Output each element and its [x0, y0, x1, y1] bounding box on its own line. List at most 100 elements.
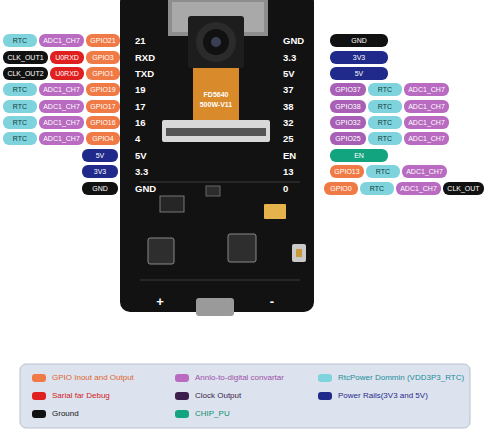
tag-text: CLK_OUT2 — [7, 70, 43, 77]
tag-text: ADC1_CH7 — [43, 37, 80, 44]
adc-tag: ADC1_CH7 — [404, 116, 449, 129]
rtc-tag: RTC — [368, 132, 402, 145]
tag-text: RTC — [370, 185, 384, 192]
tag-text: ADC1_CH7 — [406, 168, 443, 175]
legend-panel — [20, 364, 470, 428]
flex-cable — [193, 60, 239, 122]
uart-tag: U0RXD — [50, 67, 84, 80]
rtc-tag: RTC — [360, 182, 394, 195]
gpio-tag: GPIO19 — [86, 83, 120, 96]
tag-text: GPIO25 — [335, 135, 360, 142]
legend-swatch — [175, 410, 189, 418]
silk-pin-label: 25 — [283, 133, 294, 144]
tag-text: GPIO37 — [335, 86, 360, 93]
tantalum-capacitor — [264, 204, 286, 219]
clock-tag: CLK_OUT1 — [3, 51, 48, 64]
silk-pin-label: EN — [283, 150, 296, 161]
tag-text: ADC1_CH7 — [43, 135, 80, 142]
clock-tag: CLK_OUT2 — [3, 67, 48, 80]
tag-text: RTC — [378, 119, 392, 126]
adc-tag: ADC1_CH7 — [404, 83, 449, 96]
tag-text: ADC1_CH7 — [400, 185, 437, 192]
adc-tag: ADC1_CH7 — [402, 165, 447, 178]
rtc-tag: RTC — [3, 34, 37, 47]
gpio-tag: GPIO32 — [330, 116, 366, 129]
legend-text: GPIO Inout and Output — [52, 373, 134, 382]
tag-text: RTC — [13, 103, 27, 110]
legend-entry: RtcPower Dommin (VDD3P3_RTC) — [318, 373, 464, 383]
gpio-tag: GPIO37 — [330, 83, 366, 96]
gpio-tag: GPIO17 — [86, 100, 120, 113]
rtc-tag: RTC — [368, 83, 402, 96]
rtc-tag: RTC — [3, 132, 37, 145]
rtc-tag: RTC — [3, 83, 37, 96]
tag-text: 3V3 — [353, 54, 365, 61]
tag-text: GPIO21 — [90, 37, 115, 44]
power-tag: 5V — [82, 149, 118, 162]
tag-text: ADC1_CH7 — [408, 86, 445, 93]
tag-text: ADC1_CH7 — [43, 119, 80, 126]
legend-swatch — [32, 392, 46, 400]
lens-inner — [203, 29, 229, 55]
tag-text: RTC — [378, 103, 392, 110]
legend-swatch — [318, 392, 332, 400]
silk-pin-label: 3.3 — [283, 52, 296, 63]
silk-pin-label: GND — [135, 183, 156, 194]
lens — [196, 22, 236, 62]
legend-entry: GPIO Inout and Output — [32, 373, 134, 383]
tag-text: 5V — [96, 152, 105, 159]
gpio-tag: GPIO13 — [330, 165, 364, 178]
inductor — [148, 238, 174, 264]
usb-port — [196, 298, 234, 316]
tag-text: 5V — [355, 70, 364, 77]
adc-tag: ADC1_CH7 — [404, 132, 449, 145]
tag-text: RTC — [13, 119, 27, 126]
legend-swatch — [32, 410, 46, 418]
legend-text: Sarial far Debug — [52, 391, 110, 400]
legend-text: RtcPower Dommin (VDD3P3_RTC) — [338, 373, 464, 382]
tag-text: RTC — [13, 135, 27, 142]
silk-pin-label: 5V — [135, 150, 147, 161]
tag-text: CLK_OUT — [447, 185, 479, 192]
polarity-mark: - — [270, 294, 274, 309]
tag-text: RTC — [378, 135, 392, 142]
legend-swatch — [175, 392, 189, 400]
tag-text: CLK_OUT1 — [7, 54, 43, 61]
camera-module — [188, 16, 244, 68]
rtc-tag: RTC — [368, 116, 402, 129]
tag-text: GND — [92, 185, 108, 192]
tag-text: GPIO4 — [92, 135, 113, 142]
silk-pin-label: GND — [283, 35, 304, 46]
tag-text: GPIO17 — [90, 103, 115, 110]
tag-text: U0RXD — [55, 70, 79, 77]
silk-pin-label: TXD — [135, 68, 154, 79]
legend-entry: Clock Output — [175, 391, 241, 401]
gpio-tag: GPIO3 — [86, 51, 120, 64]
gpio-tag: GPIO0 — [324, 182, 358, 195]
silk-pin-label: 5V — [283, 68, 295, 79]
tag-text: GPIO13 — [334, 168, 359, 175]
silk-pin-label: RXD — [135, 52, 155, 63]
small-chip — [206, 186, 220, 196]
gpio-tag: GPIO16 — [86, 116, 120, 129]
uart-tag: U0RXD — [50, 51, 84, 64]
tag-text: ADC1_CH7 — [408, 103, 445, 110]
fpc-connector — [162, 120, 270, 142]
enable-tag: EN — [330, 149, 388, 162]
lens-glass — [211, 37, 221, 47]
legend-entry: Ground — [32, 409, 79, 419]
power-tag: 3V3 — [330, 51, 388, 64]
silk-lines — [140, 182, 300, 280]
legend-entry: Sarial far Debug — [32, 391, 110, 401]
button-cap — [296, 249, 302, 257]
adc-tag: ADC1_CH7 — [404, 100, 449, 113]
adc-tag: ADC1_CH7 — [39, 132, 84, 145]
tag-text: GPIO19 — [90, 86, 115, 93]
tag-text: RTC — [378, 86, 392, 93]
silk-pin-label: 37 — [283, 84, 294, 95]
clock-tag: GND — [82, 182, 118, 195]
legend-swatch — [32, 374, 46, 382]
adc-tag: ADC1_CH7 — [39, 83, 84, 96]
tag-text: GPIO32 — [335, 119, 360, 126]
